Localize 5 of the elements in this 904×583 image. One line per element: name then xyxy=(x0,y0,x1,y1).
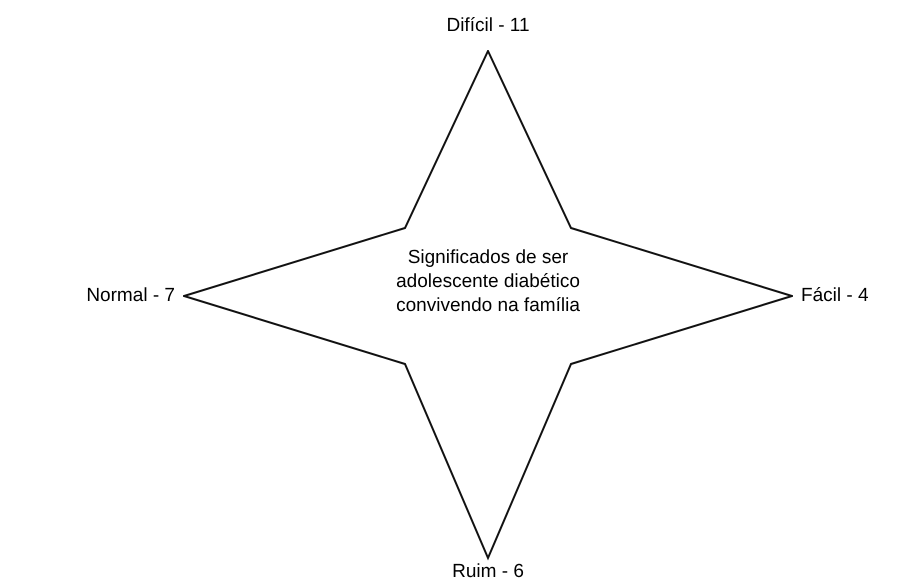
point-label: Normal - 7 xyxy=(86,285,175,306)
point-label: Fácil - 4 xyxy=(801,285,869,306)
point-label: Ruim - 6 xyxy=(452,561,524,582)
point-label: Difícil - 11 xyxy=(446,15,530,36)
star-center-text: Significados de ser adolescente diabético convivendo na família xyxy=(395,246,581,318)
